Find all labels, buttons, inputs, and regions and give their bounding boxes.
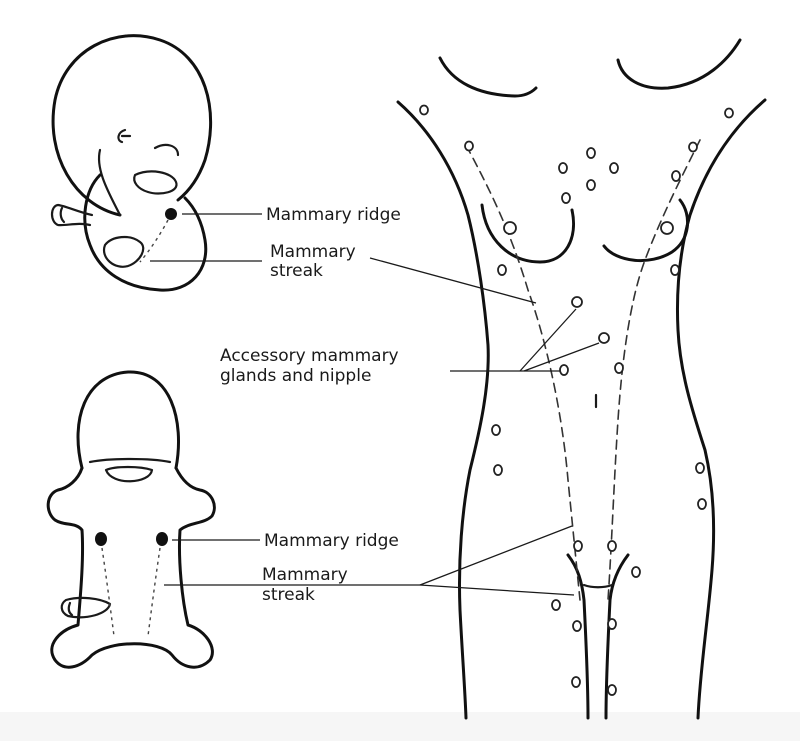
bottom-strip [0,712,800,741]
label-mammary-streak-bottom-2: streak [262,585,315,605]
label-mammary-ridge-top: Mammary ridge [266,205,401,225]
mammary-ridge-dot-top [165,208,177,220]
embryo-front-view [46,370,216,669]
embryo-side-view [50,34,213,292]
adult-torso [396,38,767,720]
leader-lines [150,213,600,596]
label-mammary-streak-top-1: Mammary [270,242,356,262]
label-mammary-streak-top-2: streak [270,261,323,281]
label-accessory-2: glands and nipple [220,366,371,386]
accessory-nipples [419,104,734,696]
label-mammary-ridge-bottom: Mammary ridge [264,531,399,551]
mammary-ridge-dot-right [156,532,168,546]
label-accessory-1: Accessory mammary [220,346,399,366]
mammary-ridge-dot-left [95,532,107,546]
label-mammary-streak-bottom-1: Mammary [262,565,348,585]
